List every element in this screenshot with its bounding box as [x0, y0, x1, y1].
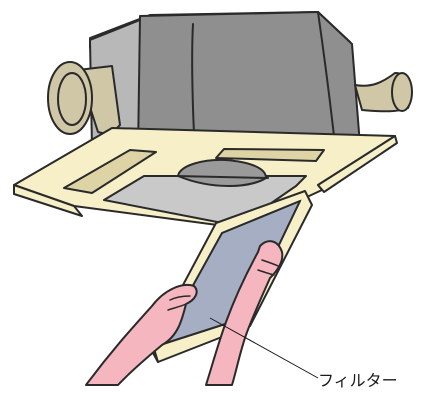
panel-slot-back — [216, 149, 324, 161]
right-pipe-end — [392, 73, 412, 111]
filter-label: フィルター — [318, 372, 398, 390]
ceiling-panel — [14, 128, 397, 228]
right-duct-fitting — [355, 73, 412, 111]
left-duct-fitting — [48, 62, 120, 135]
duct-end-inner — [58, 73, 86, 125]
